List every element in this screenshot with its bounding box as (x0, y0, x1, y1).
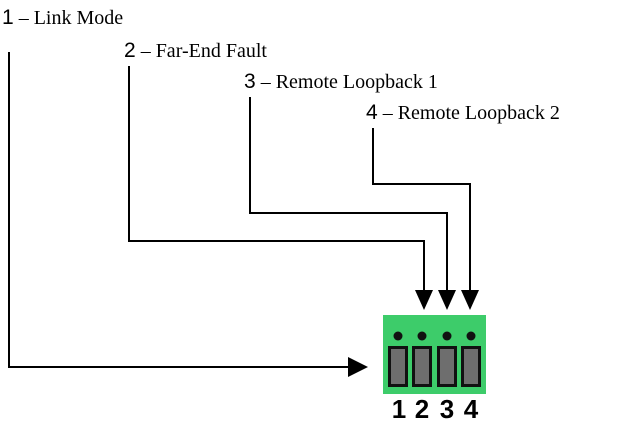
callout-dash: – (260, 71, 271, 93)
arrowhead-icon (348, 357, 368, 377)
pin-label-3: 3 (439, 394, 455, 424)
callout-number: 1 (2, 6, 14, 29)
callout-text: Remote Loopback 1 (275, 71, 438, 93)
switch-position-2 (412, 331, 432, 387)
leader-line-remote-loopback-2 (372, 128, 471, 293)
callout-link-mode: 1 – Link Mode (2, 6, 123, 30)
switch-slider (440, 349, 454, 384)
switch-slider (464, 349, 478, 384)
switch-screw-icon (466, 331, 476, 341)
pin-label-1: 1 (391, 394, 407, 424)
leader-line-link-mode (8, 52, 352, 368)
arrowhead-icon (461, 290, 479, 310)
callout-remote-loopback-1: 3 – Remote Loopback 1 (244, 70, 438, 94)
switch-slider (415, 349, 429, 384)
pin-label-2: 2 (414, 394, 430, 424)
callout-dash: – (382, 102, 393, 124)
callout-number: 3 (244, 70, 256, 93)
arrowhead-icon (438, 290, 456, 310)
arrowhead-icon (415, 290, 433, 310)
callout-text: Remote Loopback 2 (397, 102, 560, 124)
leader-line-remote-loopback-1 (249, 97, 448, 293)
callout-text: Link Mode (33, 7, 124, 29)
switch-screw-icon (393, 331, 403, 341)
switch-position-3 (437, 331, 457, 387)
switch-position-1 (388, 331, 408, 387)
switch-screw-icon (442, 331, 452, 341)
callout-remote-loopback-2: 4 – Remote Loopback 2 (366, 101, 560, 125)
switch-position-4 (461, 331, 481, 387)
callout-number: 2 (124, 39, 136, 62)
pin-label-4: 4 (463, 394, 479, 424)
callout-text: Far-End Fault (155, 40, 267, 62)
callout-number: 4 (366, 101, 378, 124)
switch-slider (391, 349, 405, 384)
leader-line-far-end-fault (128, 66, 425, 293)
callout-far-end-fault: 2 – Far-End Fault (124, 39, 267, 63)
callout-dash: – (140, 40, 151, 62)
callout-dash: – (18, 7, 29, 29)
switch-screw-icon (417, 331, 427, 341)
